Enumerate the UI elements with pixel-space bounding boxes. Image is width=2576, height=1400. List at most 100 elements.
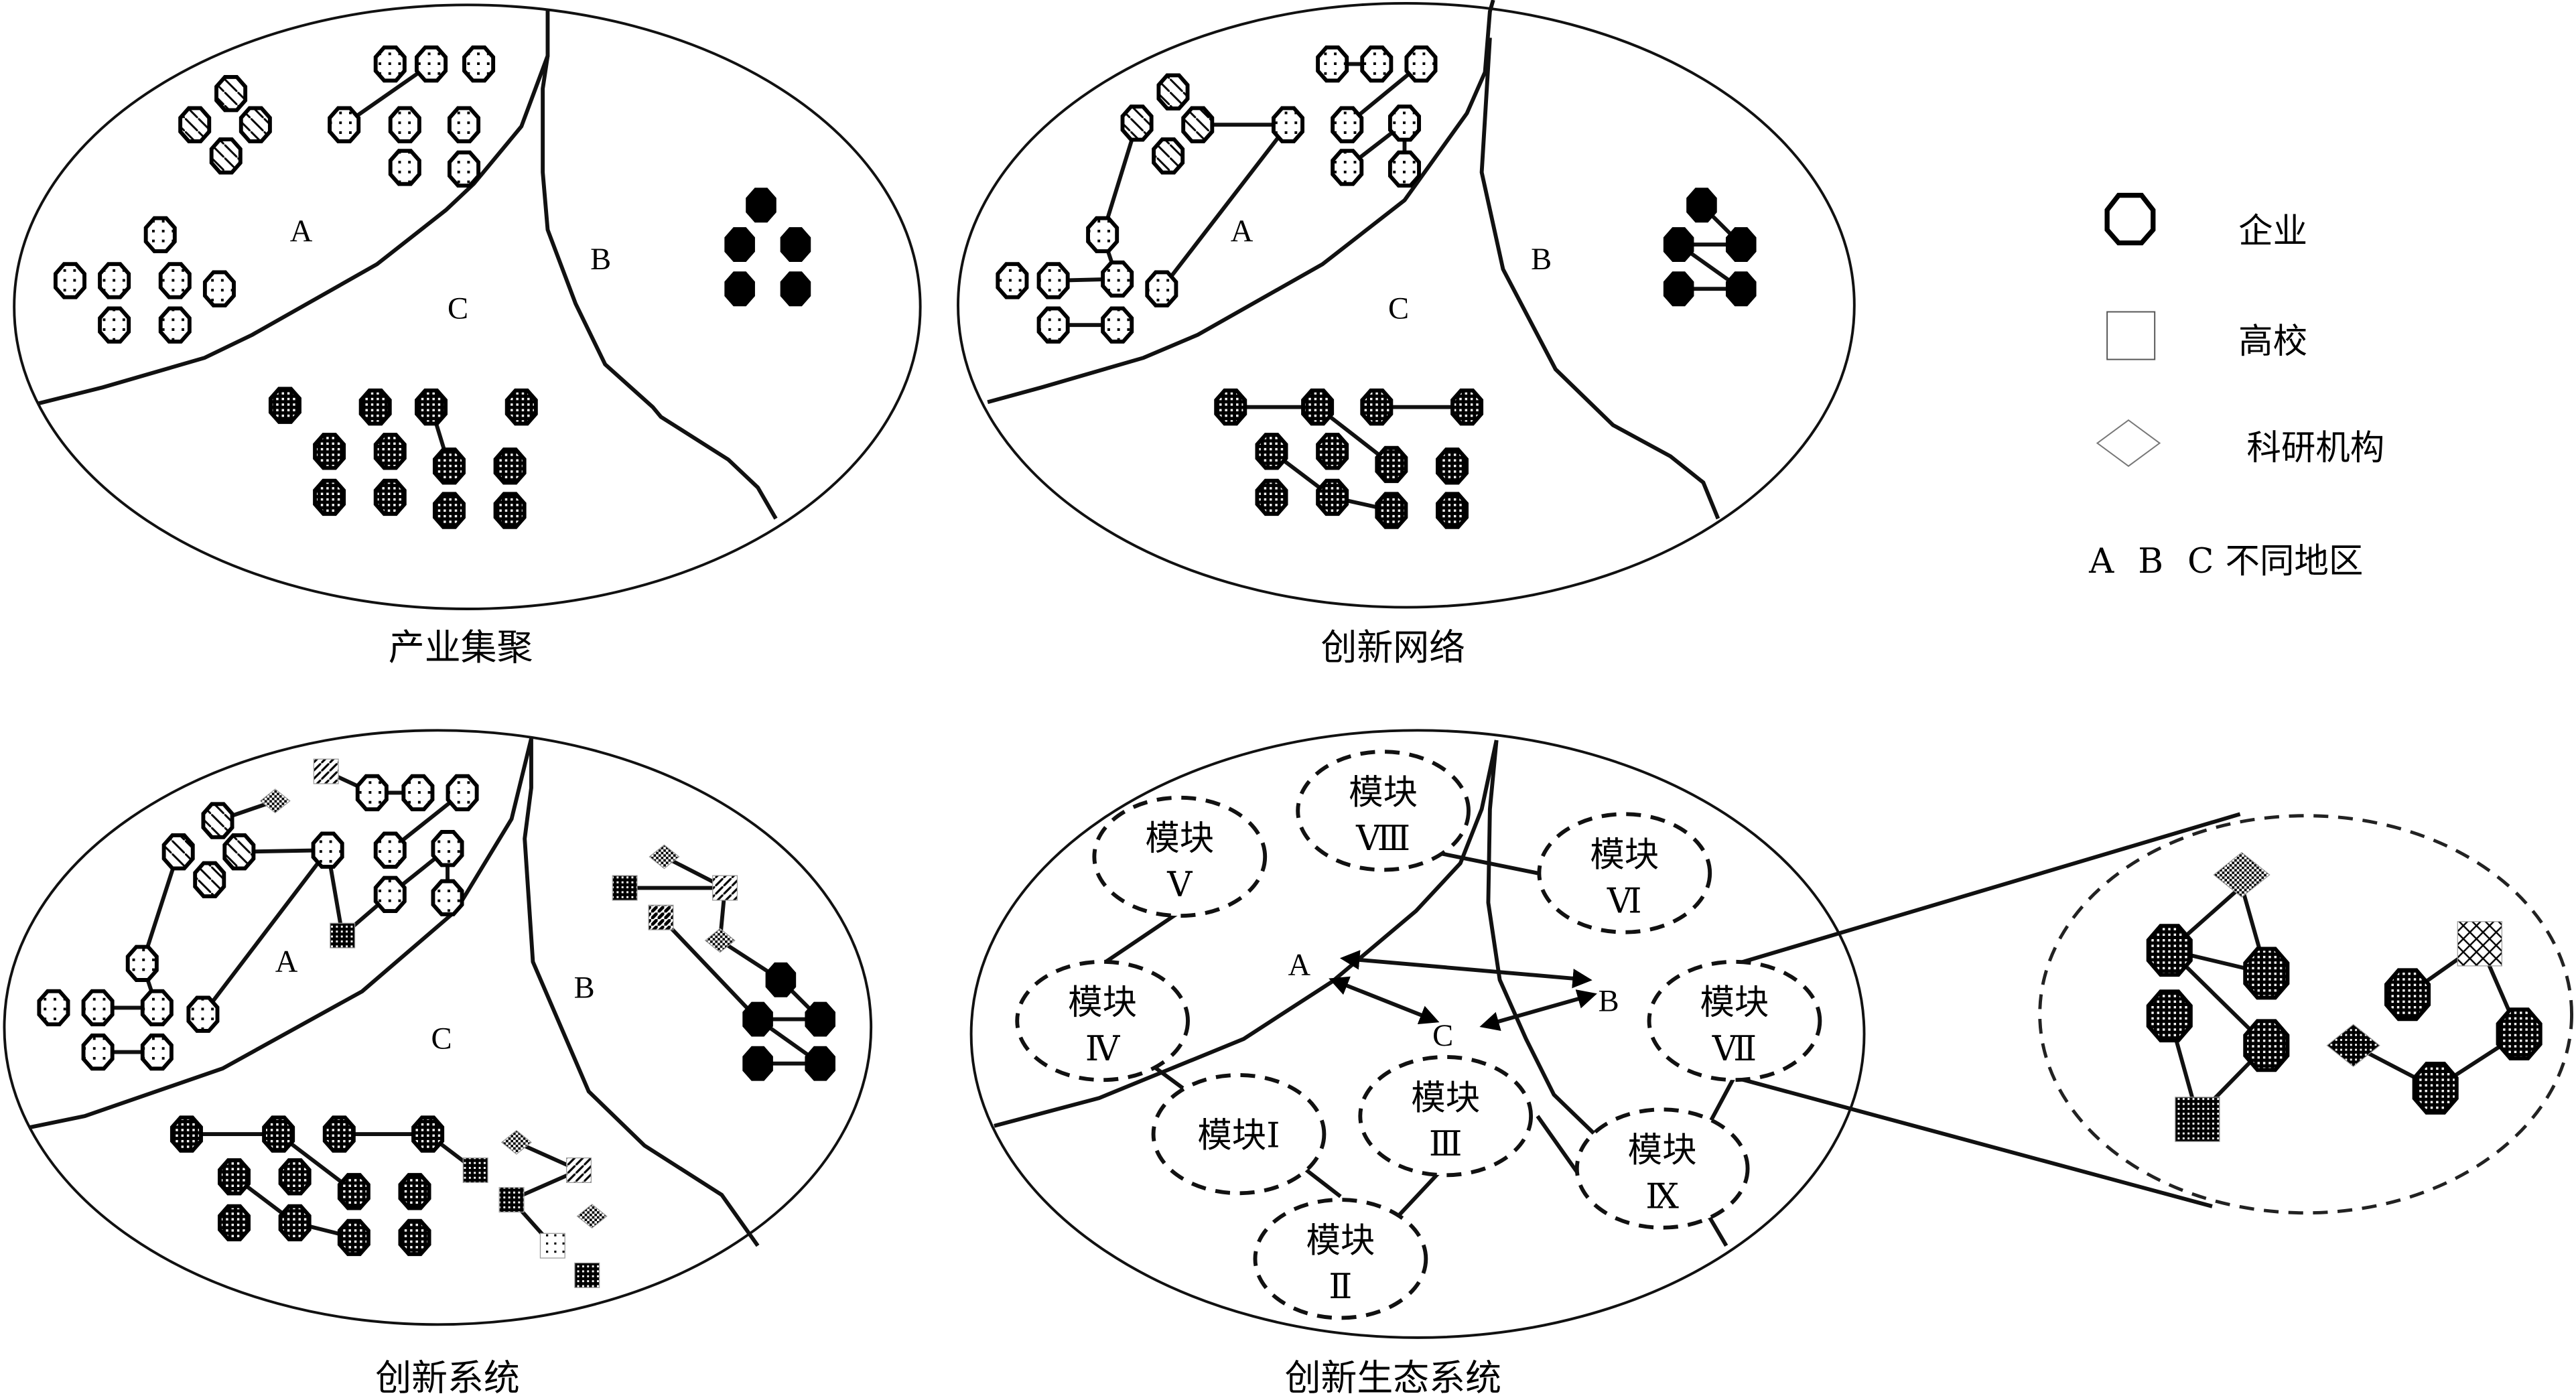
enterprise-node xyxy=(98,306,131,344)
university-node xyxy=(539,1233,565,1259)
university-node xyxy=(566,1157,592,1183)
module-numeral: Ⅰ xyxy=(1266,1116,1280,1156)
enterprise-node xyxy=(415,45,448,83)
octagon-icon xyxy=(2104,192,2156,246)
enterprise-node xyxy=(504,388,538,426)
university-node xyxy=(498,1187,525,1213)
enterprise-node xyxy=(1663,227,1694,263)
enterprise-node xyxy=(1101,306,1134,344)
enterprise-node xyxy=(125,944,159,982)
enterprise-node xyxy=(2243,1019,2290,1072)
link-iii-ix xyxy=(1536,1115,1579,1174)
module-numeral: Ⅳ xyxy=(1085,1029,1121,1069)
region-boundary-b xyxy=(523,738,760,1247)
enterprise-node xyxy=(373,45,407,83)
research-institute-node xyxy=(704,928,736,953)
university-node xyxy=(712,875,738,901)
node-layer xyxy=(37,758,835,1288)
legend-label-enterprise: 企业 xyxy=(2238,212,2307,252)
panel-caption: 产业集聚 xyxy=(389,626,533,669)
connection-line xyxy=(201,849,330,1016)
enterprise-node xyxy=(178,106,212,143)
university-node xyxy=(648,904,674,930)
enterprise-node xyxy=(780,227,811,263)
enterprise-node xyxy=(53,262,86,299)
diamond-icon xyxy=(2096,419,2161,468)
enterprise-node xyxy=(1686,188,1717,223)
enterprise-node xyxy=(432,447,466,485)
enterprise-node xyxy=(448,106,481,143)
region-label-a: A xyxy=(275,945,298,979)
legend: 企业 高校 科研机构 A B C 不同地区 xyxy=(2088,192,2384,581)
module-word: 模块 xyxy=(1590,835,1659,876)
enterprise-node xyxy=(1181,106,1215,143)
enterprise-node xyxy=(1036,306,1070,344)
enterprise-node xyxy=(398,1173,431,1210)
region-label-a: A xyxy=(1231,214,1253,249)
region-label-b: B xyxy=(1531,242,1552,277)
module-numeral: Ⅶ xyxy=(1712,1029,1757,1069)
enterprise-node xyxy=(214,74,248,113)
enterprise-node xyxy=(2146,989,2193,1043)
panel-caption: 创新生态系统 xyxy=(1285,1356,1501,1399)
region-boundary-a-c xyxy=(28,738,533,1130)
enterprise-node xyxy=(1101,260,1134,298)
arrow-a-c xyxy=(1329,976,1440,1024)
module-iv: 模块 Ⅳ xyxy=(1015,959,1190,1082)
enterprise-node xyxy=(765,962,797,997)
region-label-b: B xyxy=(1599,984,1619,1018)
enterprise-node xyxy=(1316,433,1349,470)
enterprise-node xyxy=(1375,492,1408,529)
enterprise-node xyxy=(81,989,115,1027)
module-numeral: Ⅵ xyxy=(1607,881,1642,921)
university-node xyxy=(313,758,339,784)
module-word: 模块 xyxy=(1700,983,1769,1023)
legend-label-university: 高校 xyxy=(2238,322,2307,362)
link-v-iv xyxy=(1104,912,1178,964)
enterprise-node xyxy=(1663,271,1694,307)
module-detail-nodes xyxy=(2146,851,2543,1142)
link-viii-vi xyxy=(1440,851,1538,876)
enterprise-node xyxy=(388,106,421,143)
enterprise-node xyxy=(268,387,301,424)
enterprise-node xyxy=(313,433,346,470)
region-ellipse xyxy=(3,729,873,1326)
enterprise-node xyxy=(355,774,389,812)
panel-innovation-network: A B C 创新网络 xyxy=(957,0,1856,669)
enterprise-node xyxy=(1036,262,1070,299)
enterprise-node xyxy=(1387,150,1421,188)
connection-line xyxy=(659,916,760,1021)
connection-line xyxy=(140,851,180,965)
enterprise-node xyxy=(742,1001,773,1037)
region-label-a: A xyxy=(290,214,313,249)
enterprise-node xyxy=(805,1046,835,1081)
module-numeral: Ⅱ xyxy=(1329,1267,1352,1307)
module-boundary xyxy=(1296,750,1471,872)
enterprise-node xyxy=(278,1204,312,1242)
region-boundary-a-c xyxy=(994,740,1499,1128)
enterprise-node xyxy=(373,478,407,516)
legend-label-regions: 不同地区 xyxy=(2226,541,2364,581)
enterprise-node xyxy=(201,802,234,839)
enterprise-node xyxy=(337,1218,370,1257)
region-boundary-b xyxy=(1479,38,1720,520)
enterprise-node xyxy=(278,1158,312,1196)
enterprise-node xyxy=(170,1115,203,1153)
module-vii: 模块 Ⅶ xyxy=(1647,959,1822,1082)
enterprise-node xyxy=(431,830,464,867)
enterprise-node xyxy=(143,216,177,254)
region-label-b: B xyxy=(574,971,595,1005)
enterprise-node xyxy=(2384,968,2431,1022)
connection-line xyxy=(342,62,433,127)
module-word: 模块 xyxy=(1068,983,1137,1023)
module-label: 模块Ⅰ xyxy=(1197,1116,1280,1156)
module-detail-ellipse xyxy=(2038,814,2573,1215)
module-boundary xyxy=(1574,1107,1750,1230)
panel-caption: 创新系统 xyxy=(375,1356,520,1399)
link-i-ii xyxy=(1303,1167,1342,1198)
